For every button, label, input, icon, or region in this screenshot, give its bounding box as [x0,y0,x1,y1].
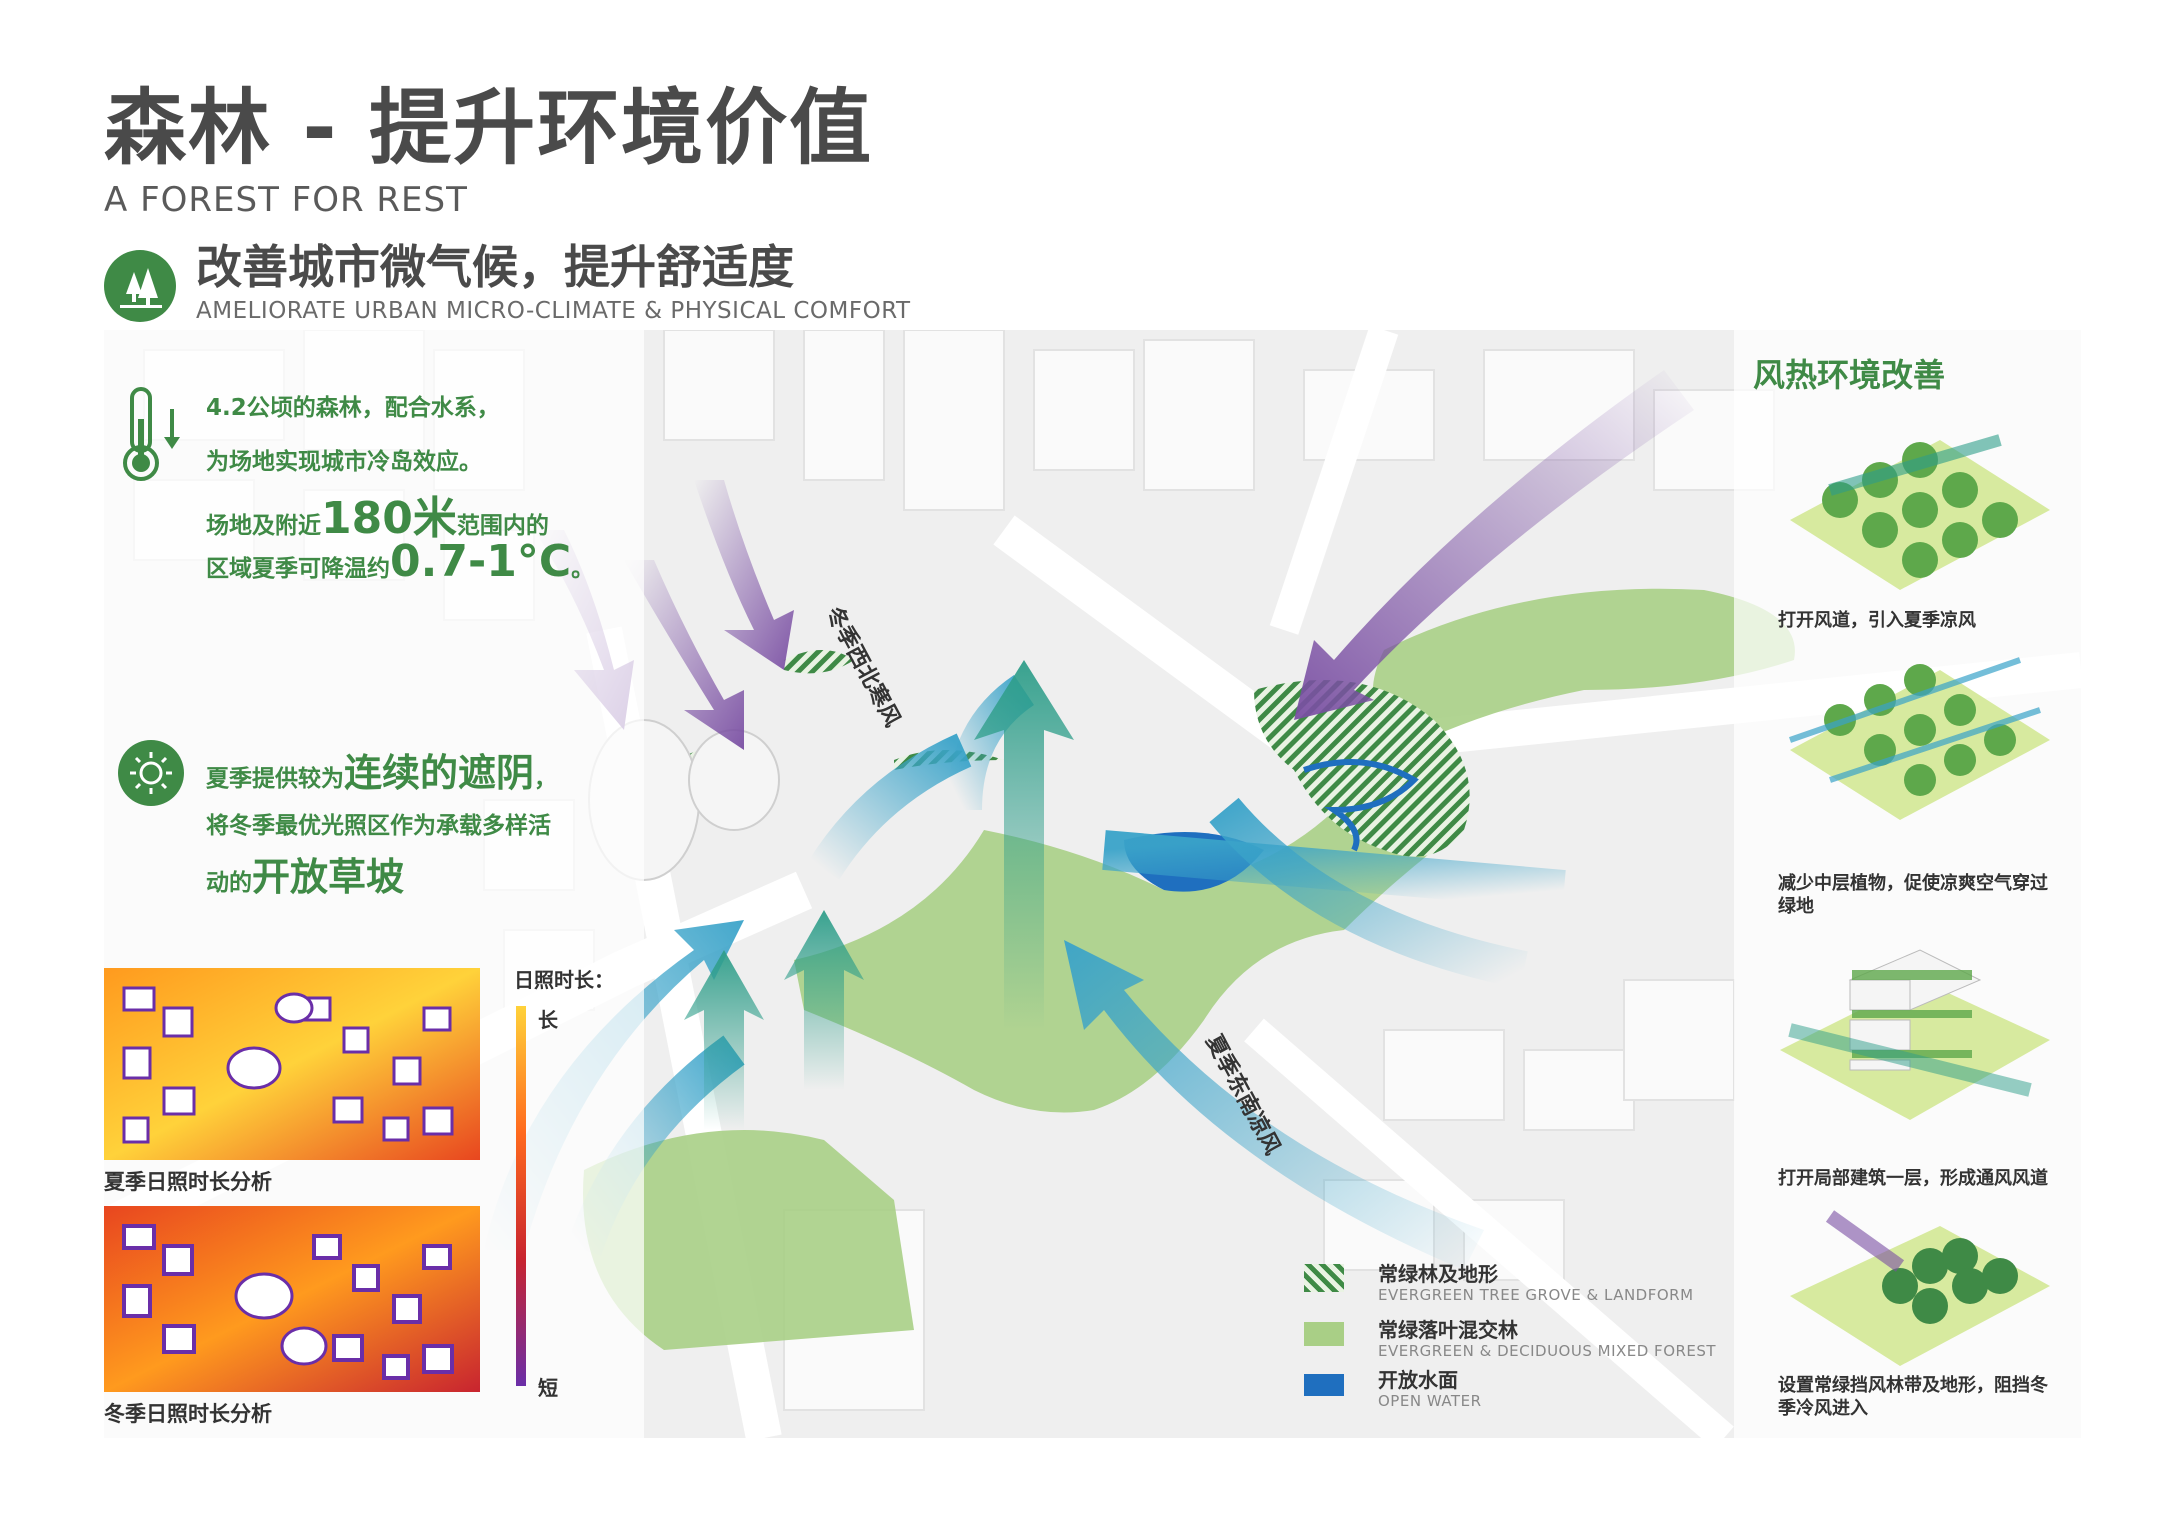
winter-sunlight-caption: 冬季日照时长分析 [104,1402,272,1426]
shade-line-3: 动的开放草坡 [206,846,404,901]
side-panel-title: 风热环境改善 [1753,356,1946,394]
legend-label-water: 开放水面 [1378,1368,1458,1392]
diagram-open-wind-corridor [1770,400,2056,600]
shade-highlight-continuous: 连续的遮阴 [344,751,535,795]
stat-line-2: 为场地实现城市冷岛效应。 [206,449,482,475]
section-title: 改善城市微气候，提升舒适度 [196,240,794,294]
shade-line-3-pre: 动的 [206,870,252,896]
mixed-forest-area-north [1372,588,1795,750]
stat-line-1: 4.2公顷的森林，配合水系， [206,395,500,421]
page-subtitle: A FOREST FOR REST [104,180,468,220]
shade-line-1: 夏季提供较为连续的遮阴， [206,742,557,797]
side-caption-4: 设置常绿挡风林带及地形，阻挡冬季冷风进入 [1778,1375,2048,1420]
side-caption-2: 减少中层植物，促使凉爽空气穿过绿地 [1778,873,2048,918]
stat-line-4: 区域夏季可降温约0.7-1°C。 [206,536,594,587]
side-caption-2a: 减少中层植物，促使凉爽空气穿过绿地 [1778,872,2048,919]
stat-distance: 180米 [321,493,457,544]
shade-line-1-post: ， [534,766,558,792]
winter-sunlight-map [104,1206,480,1392]
legend-sublabel-evergreen: EVERGREEN TREE GROVE & LANDFORM [1378,1286,1694,1304]
sunlight-scale-long: 长 [538,1008,558,1032]
shade-line-1-pre: 夏季提供较为 [206,766,344,792]
sunlight-scale-short: 短 [538,1376,558,1400]
legend-swatch-evergreen [1304,1264,1344,1292]
evergreen-landform-small [784,650,854,674]
stat-temperature: 0.7-1°C [390,536,572,587]
evergreen-landform [1254,680,1470,857]
stat-line-4-pre: 区域夏季可降温约 [206,556,390,582]
diagram-reduce-understory [1770,640,2056,830]
legend-swatch-mixed-forest [1304,1322,1344,1346]
legend-label-mixed-forest: 常绿落叶混交林 [1378,1318,1518,1342]
sunlight-scale-title: 日照时长： [514,968,614,992]
shade-highlight-lawn: 开放草坡 [252,855,405,899]
mixed-forest-area-south [583,1130,914,1350]
diagram-open-ground-floor [1770,920,2056,1130]
stat-line-4-post: 。 [571,556,595,582]
legend-sublabel-water: OPEN WATER [1378,1392,1482,1410]
forest-icon [104,250,176,322]
shade-line-2: 将冬季最优光照区作为承载多样活 [206,813,551,839]
legend-label-evergreen: 常绿林及地形 [1378,1262,1498,1286]
sun-icon [118,740,184,806]
winter-wind-arrow-ne [1294,370,1694,720]
section-subtitle: AMELIORATE URBAN MICRO-CLIMATE & PHYSICA… [196,298,911,324]
legend-swatch-water [1304,1374,1344,1396]
summer-wind-arrow-se [1064,940,1484,1270]
summer-sunlight-map [104,968,480,1160]
stat-line-3-pre: 场地及附近 [206,513,321,539]
diagram-windbreak [1770,1196,2056,1376]
page-title: 森林 - 提升环境价值 [104,81,874,176]
legend-sublabel-mixed-forest: EVERGREEN & DECIDUOUS MIXED FOREST [1378,1342,1717,1360]
summer-sunlight-caption: 夏季日照时长分析 [104,1170,272,1194]
thermometer-down-icon [110,385,190,489]
sunlight-scale-bar [516,1006,526,1386]
side-caption-3: 打开局部建筑一层，形成通风风道 [1778,1168,2048,1189]
side-caption-4a: 设置常绿挡风林带及地形，阻挡冬季冷风进入 [1778,1374,2048,1421]
stat-line-3-post: 范围内的 [456,513,549,539]
side-caption-1: 打开风道，引入夏季凉风 [1778,610,1976,631]
stat-line-3: 场地及附近180米范围内的 [206,482,549,546]
